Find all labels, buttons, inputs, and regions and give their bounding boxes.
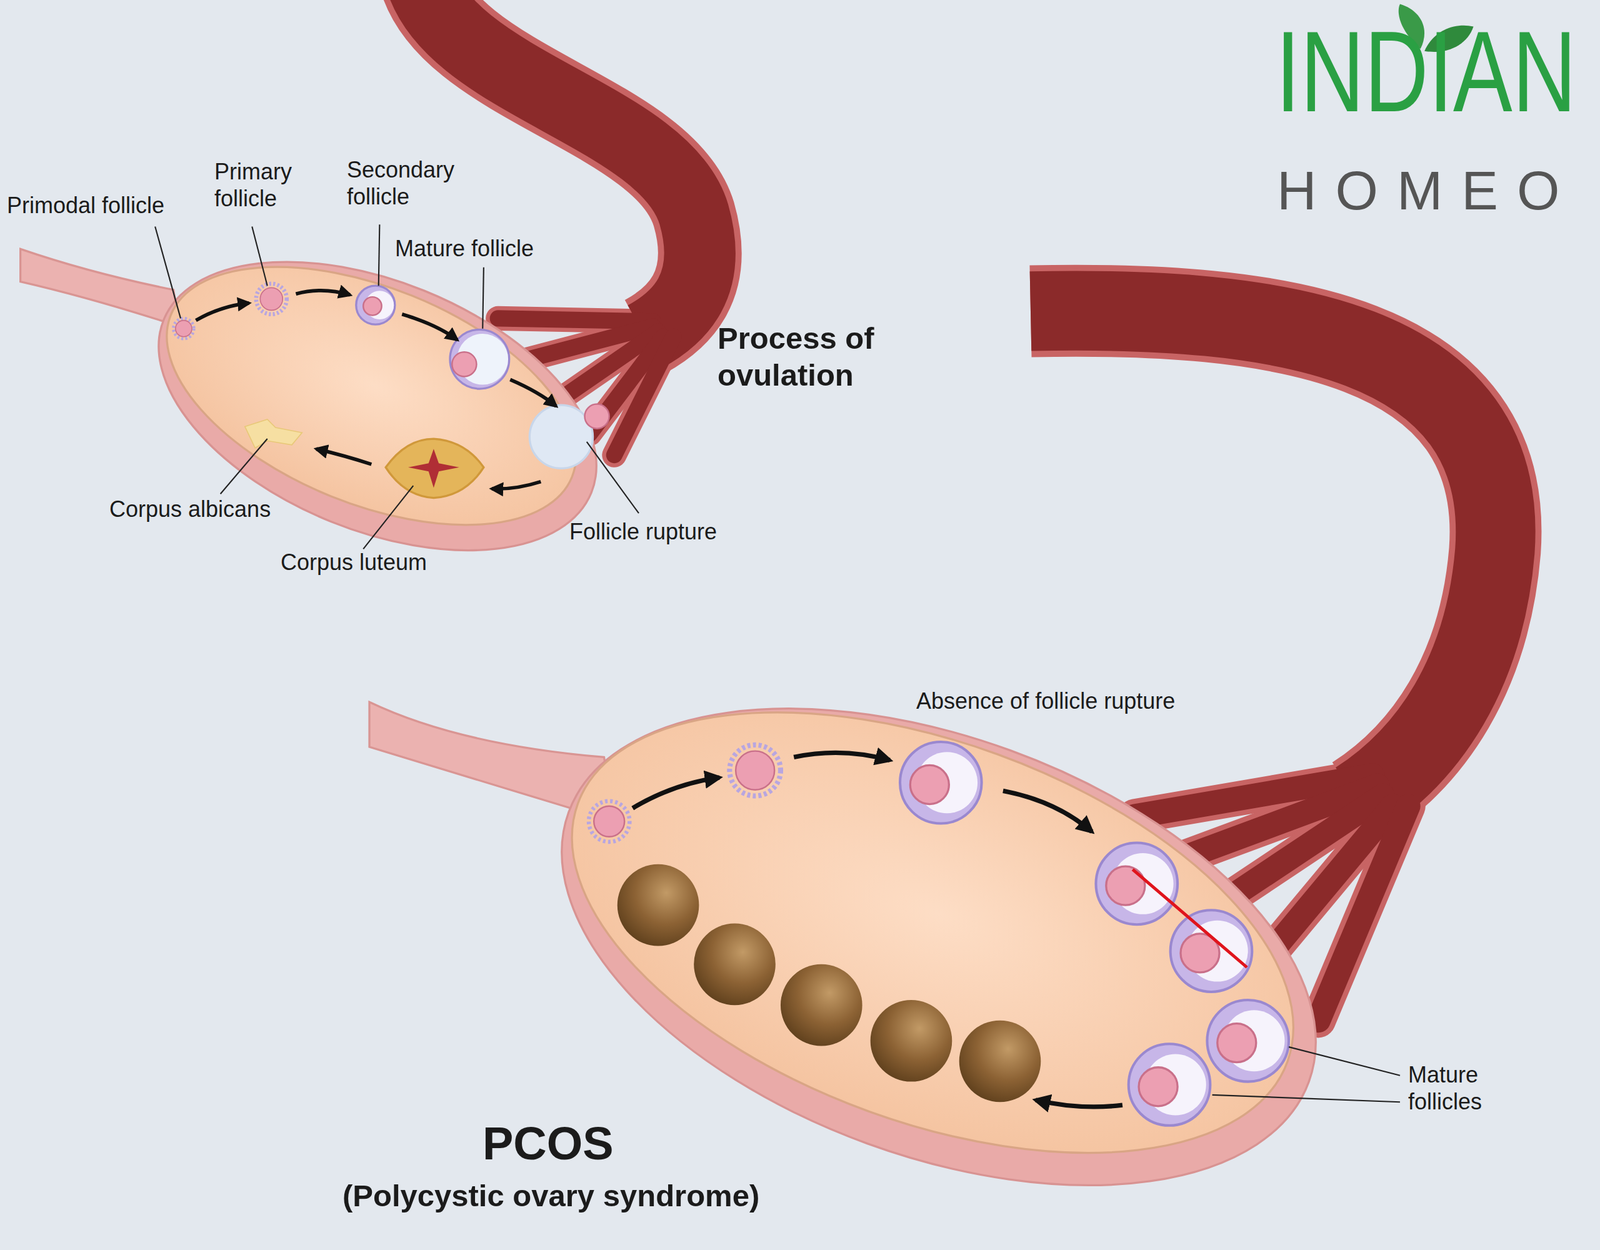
follicles [173,283,610,499]
ovarian-ligament [20,248,180,327]
part-label: Follicle rupture [569,518,717,545]
pcos-ovary [496,615,1380,1250]
part-label: Primodal follicle [6,191,165,219]
cysts [617,864,1042,1102]
logo-subword: HOMEO [1276,157,1579,224]
part-label: Corpus luteum [280,548,427,576]
part-label: Mature follicles [1408,1061,1518,1115]
cycle-arrows [632,752,1123,1107]
normal-ovary [116,204,638,609]
follicles [588,741,1289,1126]
part-label: Mature follicle [395,235,534,262]
section-heading: Process of ovulation [717,320,899,394]
logo-word: INDIAN [1275,13,1577,130]
leader-lines [155,224,1400,1102]
section-subheading: (Polycystic ovary syndrome) [342,1177,760,1215]
part-label: Corpus albicans [109,495,271,523]
part-label: Absence of follicle rupture [916,687,1175,715]
part-label: Primary follicle [214,158,315,212]
section-heading: PCOS [482,1116,614,1172]
part-label: Secondary follicle [346,156,472,210]
